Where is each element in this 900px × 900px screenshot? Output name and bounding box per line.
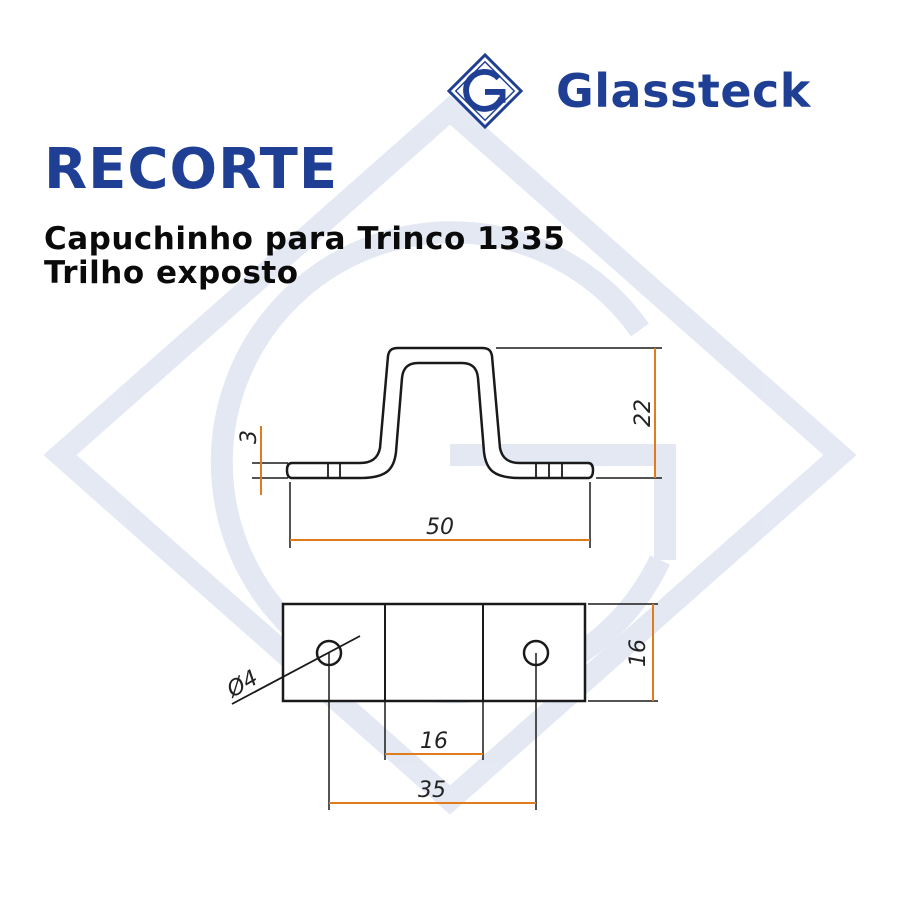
length-label: 50	[426, 515, 454, 540]
product-subtitle: Capuchinho para Trinco 1335 Trilho expos…	[44, 222, 565, 290]
side-profile-outer	[285, 346, 595, 480]
top-view: Ø4 16 16 35	[222, 602, 658, 810]
width-label: 16	[626, 639, 651, 667]
thickness-label: 3	[237, 430, 262, 444]
brand-name: Glassteck	[556, 64, 811, 118]
center-width-label: 16	[420, 729, 448, 754]
subtitle-line-2: Trilho exposto	[44, 255, 299, 291]
page-title: RECORTE	[44, 137, 339, 202]
hole-spacing-label: 35	[418, 778, 446, 803]
hole-diameter-label: Ø4	[222, 666, 262, 704]
subtitle-line-1: Capuchinho para Trinco 1335	[44, 221, 566, 257]
hole-leader-line	[231, 635, 361, 705]
brand-logo: Glassteck	[446, 52, 811, 130]
height-label: 22	[631, 399, 656, 427]
side-view: 3 22 50	[237, 346, 662, 548]
glassteck-g-logo-icon	[446, 52, 524, 130]
